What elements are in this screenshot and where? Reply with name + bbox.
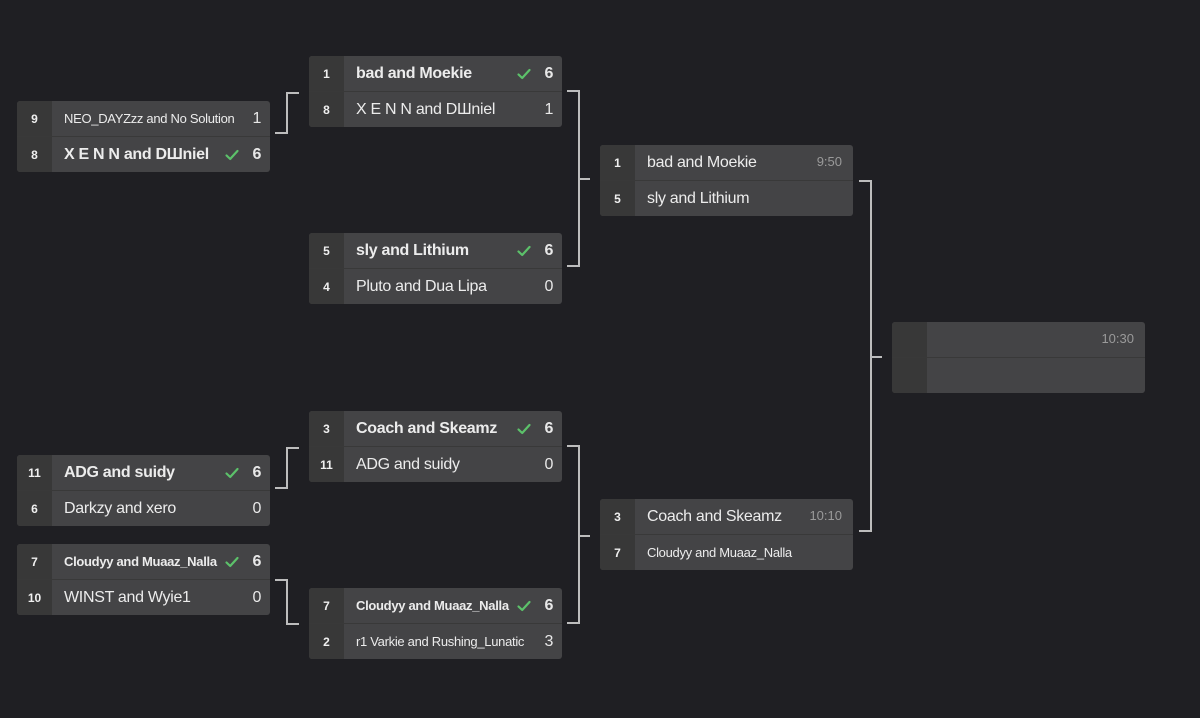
team-row[interactable]: 5 sly and Lithium	[600, 180, 853, 216]
match-r2-m4[interactable]: 7 Cloudyy and Muaaz_Nalla 6 2 r1 Varkie and …	[309, 588, 562, 659]
team-score: 0	[544, 277, 554, 295]
team-score: 0	[252, 499, 262, 517]
team-row[interactable]: 1 bad and Moekie 9:50	[600, 145, 853, 180]
team-row[interactable]: 7 Cloudyy and Muaaz_Nalla	[600, 534, 853, 570]
team-name: ADG and suidy	[356, 455, 460, 473]
match-final[interactable]: 10:30	[892, 322, 1145, 393]
match-time: 10:10	[809, 508, 842, 523]
team-seed: 1	[309, 56, 344, 91]
team-score: 6	[252, 463, 262, 481]
team-row[interactable]: 10:30	[892, 322, 1145, 357]
team-seed: 8	[17, 137, 52, 172]
winner-check-icon	[225, 467, 239, 478]
team-score: 6	[544, 241, 554, 259]
match-r2-m1[interactable]: 1 bad and Moekie 6 8 X E N N and DШniel 1	[309, 56, 562, 127]
team-seed: 2	[309, 624, 344, 659]
match-r2-m2[interactable]: 5 sly and Lithium 6 4 Pluto and Dua Lipa 0	[309, 233, 562, 304]
team-score: 6	[252, 145, 262, 163]
team-name: sly and Lithium	[356, 241, 469, 259]
team-score: 1	[252, 109, 262, 127]
winner-check-icon	[517, 68, 531, 79]
connector-r1m1-r2m1	[275, 92, 299, 134]
team-row[interactable]: 11 ADG and suidy 6	[17, 455, 270, 490]
match-time: 9:50	[816, 154, 842, 169]
match-r1-m3[interactable]: 7 Cloudyy and Muaaz_Nalla 6 10 WINST and Wyi…	[17, 544, 270, 615]
team-seed: 11	[309, 447, 344, 482]
team-row[interactable]: 8 X E N N and DШniel 6	[17, 136, 270, 172]
team-seed: 5	[600, 181, 635, 216]
team-score: 6	[544, 64, 554, 82]
team-name: X E N N and DШniel	[64, 145, 209, 163]
team-row[interactable]: 8 X E N N and DШniel 1	[309, 91, 562, 127]
team-seed: 4	[309, 269, 344, 304]
match-r2-m3[interactable]: 3 Coach and Skeamz 6 11 ADG and suidy 0	[309, 411, 562, 482]
team-row[interactable]: 1 bad and Moekie 6	[309, 56, 562, 91]
team-name: ADG and suidy	[64, 463, 175, 481]
team-row[interactable]: 4 Pluto and Dua Lipa 0	[309, 268, 562, 304]
team-seed: 3	[309, 411, 344, 446]
team-score: 0	[252, 588, 262, 606]
team-row[interactable]: 2 r1 Varkie and Rushing_Lunatic 3	[309, 623, 562, 659]
team-seed: 7	[600, 535, 635, 570]
team-seed: 1	[600, 145, 635, 180]
team-name: NEO_DAYZzz and No Solution	[64, 111, 235, 126]
team-name: Darkzy and xero	[64, 499, 176, 517]
connector-r2-bottom	[567, 445, 590, 624]
team-name: bad and Moekie	[647, 153, 757, 171]
match-time: 10:30	[1101, 331, 1134, 346]
team-seed	[892, 322, 927, 357]
team-name: bad and Moekie	[356, 64, 472, 82]
team-seed: 3	[600, 499, 635, 534]
team-row[interactable]: 7 Cloudyy and Muaaz_Nalla 6	[309, 588, 562, 623]
match-r3-m1[interactable]: 1 bad and Moekie 9:50 5 sly and Lithium	[600, 145, 853, 216]
winner-check-icon	[225, 149, 239, 160]
team-row[interactable]: 10 WINST and Wyie1 0	[17, 579, 270, 615]
team-seed: 9	[17, 101, 52, 136]
team-name: X E N N and DШniel	[356, 100, 496, 118]
team-row[interactable]: 11 ADG and suidy 0	[309, 446, 562, 482]
match-r3-m2[interactable]: 3 Coach and Skeamz 10:10 7 Cloudyy and Muaaz…	[600, 499, 853, 570]
team-name: WINST and Wyie1	[64, 588, 191, 606]
team-row[interactable]: 3 Coach and Skeamz 6	[309, 411, 562, 446]
winner-check-icon	[517, 600, 531, 611]
team-seed: 11	[17, 455, 52, 490]
team-score: 6	[544, 596, 554, 614]
team-name: Coach and Skeamz	[356, 419, 498, 437]
team-row[interactable]: 6 Darkzy and xero 0	[17, 490, 270, 526]
team-score: 1	[544, 100, 554, 118]
connector-r1m3-r2m4	[275, 579, 299, 625]
team-row[interactable]: 7 Cloudyy and Muaaz_Nalla 6	[17, 544, 270, 579]
connector-r1m2-r2m3	[275, 447, 299, 489]
team-score: 3	[544, 632, 554, 650]
team-name: Cloudyy and Muaaz_Nalla	[647, 545, 792, 560]
team-seed: 6	[17, 491, 52, 526]
team-row[interactable]: 9 NEO_DAYZzz and No Solution 1	[17, 101, 270, 136]
connector-r3-final	[859, 180, 882, 532]
winner-check-icon	[517, 423, 531, 434]
team-name: r1 Varkie and Rushing_Lunatic	[356, 634, 525, 649]
winner-check-icon	[517, 245, 531, 256]
team-score: 6	[544, 419, 554, 437]
team-name: Coach and Skeamz	[647, 507, 782, 525]
team-seed: 10	[17, 580, 52, 615]
team-row[interactable]: 3 Coach and Skeamz 10:10	[600, 499, 853, 534]
winner-check-icon	[225, 556, 239, 567]
match-r1-m1[interactable]: 9 NEO_DAYZzz and No Solution 1 8 X E N N and…	[17, 101, 270, 172]
team-name: Cloudyy and Muaaz_Nalla	[356, 598, 509, 613]
team-seed: 7	[17, 544, 52, 579]
team-score: 0	[544, 455, 554, 473]
team-score: 6	[252, 552, 262, 570]
team-row[interactable]: 5 sly and Lithium 6	[309, 233, 562, 268]
team-row[interactable]	[892, 357, 1145, 393]
team-name: Cloudyy and Muaaz_Nalla	[64, 554, 217, 569]
team-seed: 8	[309, 92, 344, 127]
team-seed: 5	[309, 233, 344, 268]
team-seed	[892, 358, 927, 393]
team-name: sly and Lithium	[647, 189, 750, 207]
team-seed: 7	[309, 588, 344, 623]
connector-r2-top	[567, 90, 590, 267]
team-name: Pluto and Dua Lipa	[356, 277, 487, 295]
